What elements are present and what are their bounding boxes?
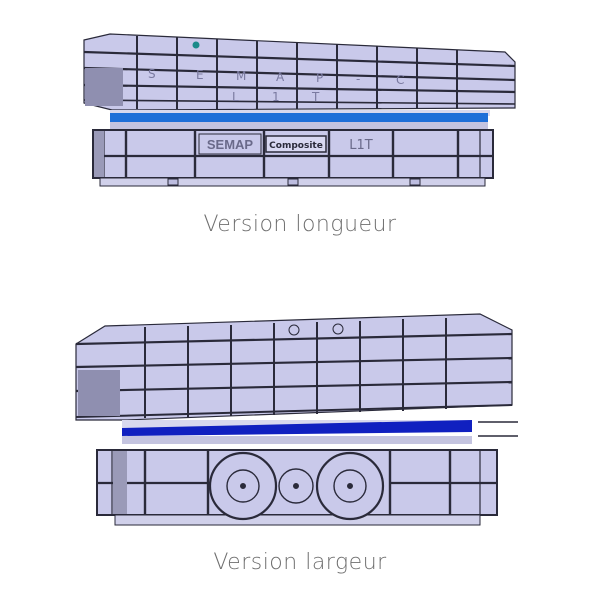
blue-band bbox=[122, 420, 518, 444]
svg-text:SEMAP: SEMAP bbox=[207, 137, 254, 152]
svg-text:-: - bbox=[356, 72, 360, 86]
svg-text:L1T: L1T bbox=[349, 138, 373, 153]
svg-text:M: M bbox=[236, 69, 246, 83]
nameplate: SEMAP Composite L1T bbox=[198, 133, 373, 155]
svg-text:E: E bbox=[196, 68, 204, 82]
caption-version-largeur: Version largeur bbox=[213, 550, 387, 575]
svg-text:C: C bbox=[396, 73, 404, 87]
machine-diagram-longueur: S E M A P - C L 1 T bbox=[83, 33, 516, 187]
upper-cage bbox=[83, 33, 516, 111]
blue-band bbox=[110, 110, 490, 130]
machine-diagram-largeur bbox=[75, 313, 518, 526]
cage-letters: S E M A P - C L 1 T bbox=[148, 67, 404, 104]
caption-version-longueur: Version longueur bbox=[203, 212, 397, 237]
svg-text:S: S bbox=[148, 67, 156, 81]
marker-dot bbox=[192, 41, 200, 49]
svg-text:A: A bbox=[276, 70, 285, 84]
upper-cage bbox=[75, 313, 513, 421]
figure-version-largeur: Version largeur bbox=[0, 300, 600, 590]
svg-text:T: T bbox=[311, 90, 320, 104]
figure-version-longueur: S E M A P - C L 1 T bbox=[0, 0, 600, 250]
svg-text:L: L bbox=[232, 90, 239, 104]
svg-text:1: 1 bbox=[272, 90, 280, 104]
svg-text:Composite: Composite bbox=[269, 141, 323, 151]
svg-text:P: P bbox=[316, 71, 323, 85]
wheels bbox=[208, 451, 385, 521]
